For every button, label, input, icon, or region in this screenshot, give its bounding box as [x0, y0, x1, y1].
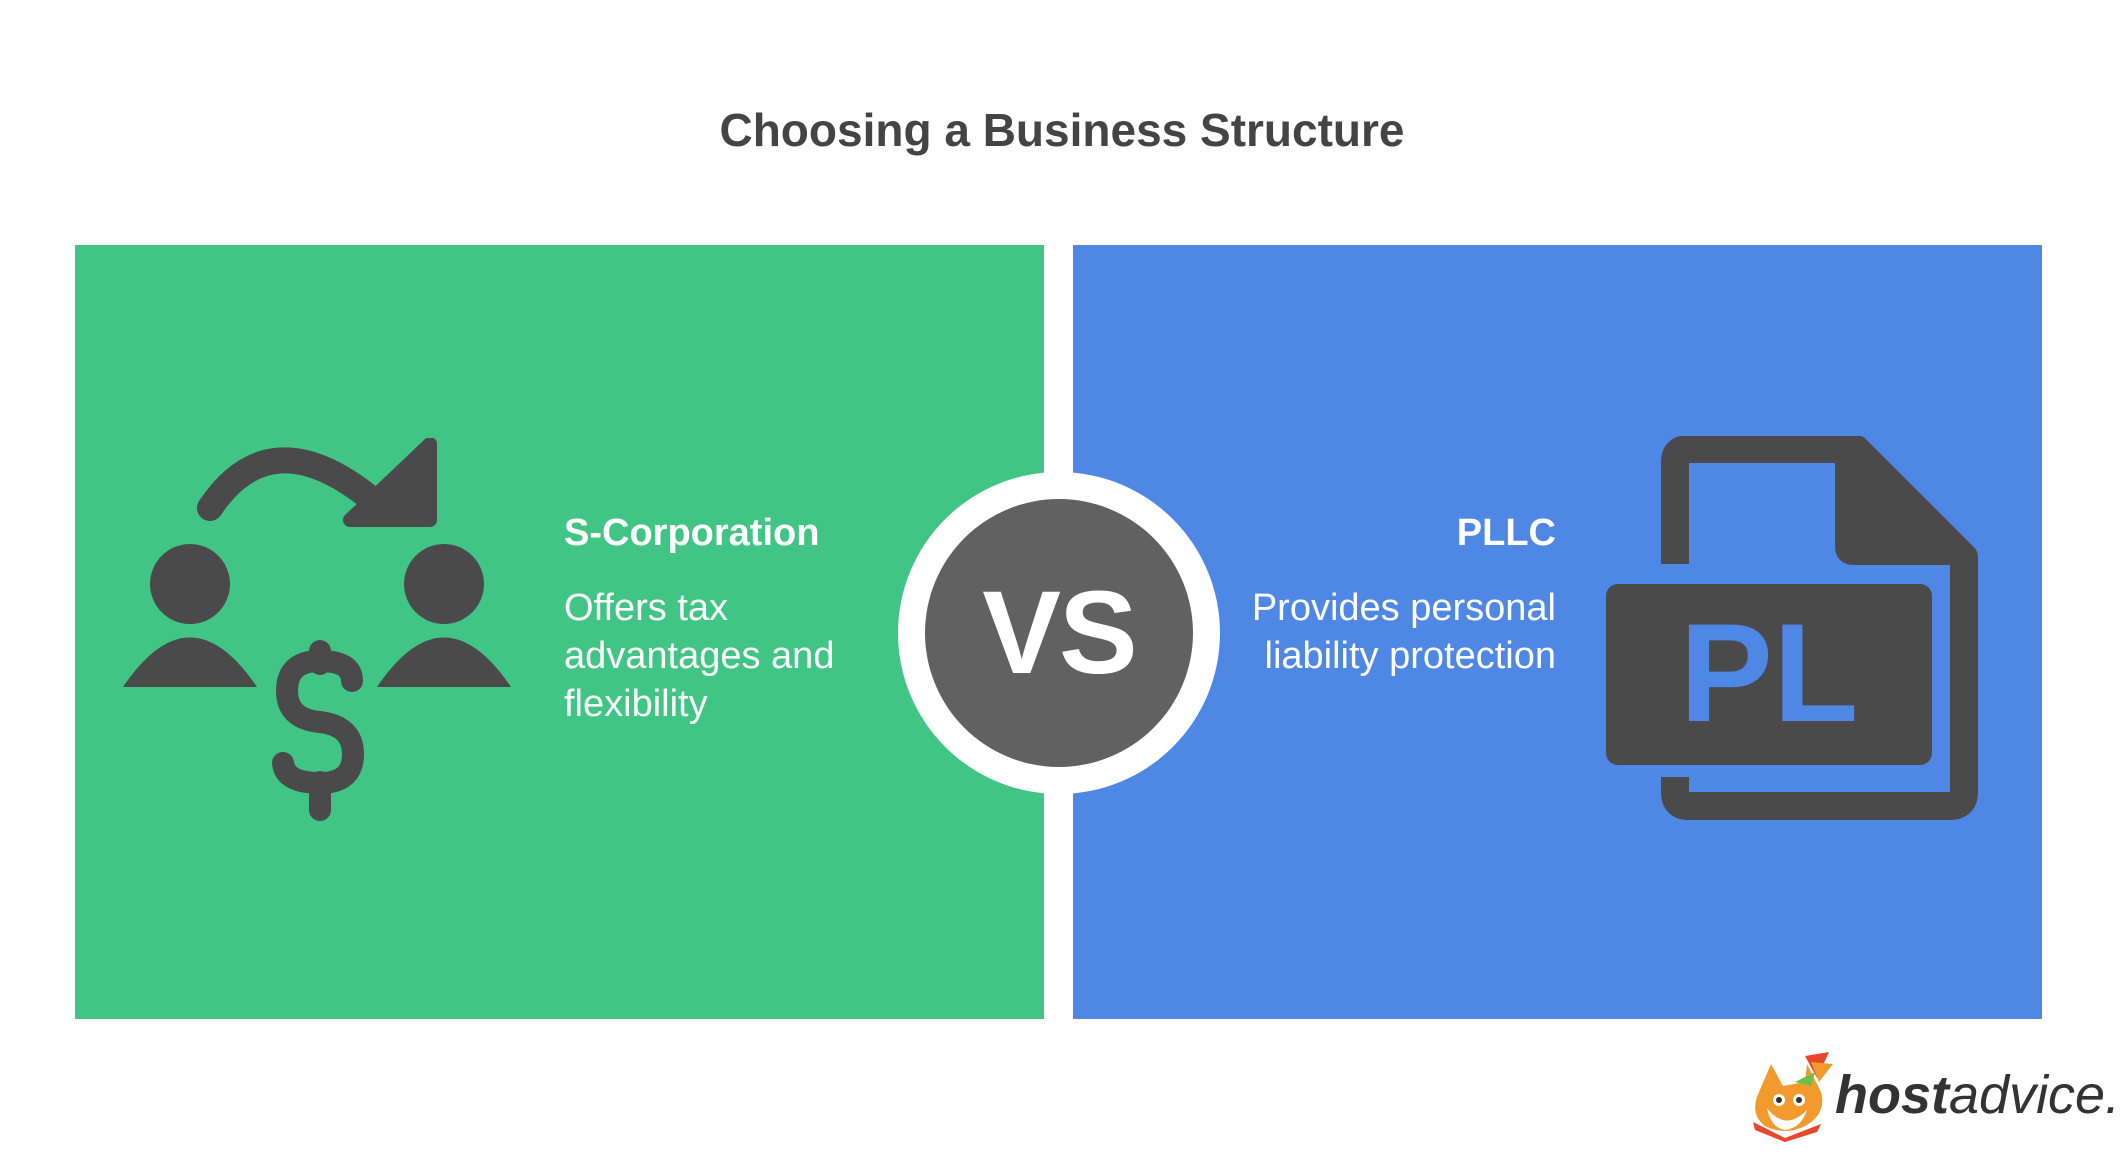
pl-document-icon: PL [1606, 436, 1978, 820]
people-exchange-dollar-icon [123, 438, 511, 821]
s-corporation-panel [75, 245, 1044, 1019]
vs-circle: VS [925, 499, 1193, 767]
pllc-title: PLLC [1456, 512, 1556, 554]
pl-document-label: PL [1680, 594, 1859, 751]
s-corporation-description: Offers tax advantages and flexibility [564, 587, 835, 725]
hostadvice-logo: hostadvice. [1745, 1052, 2120, 1142]
vs-label: VS [982, 567, 1137, 699]
s-corporation-title: S-Corporation [564, 512, 820, 554]
pllc-description: Provides personal liability protection [1251, 587, 1556, 677]
hostadvice-wordmark: hostadvice. [1835, 1065, 2121, 1125]
vs-badge: VS [898, 472, 1220, 794]
fox-mascot-icon [1753, 1052, 1833, 1142]
page-title: Choosing a Business Structure [719, 104, 1405, 156]
